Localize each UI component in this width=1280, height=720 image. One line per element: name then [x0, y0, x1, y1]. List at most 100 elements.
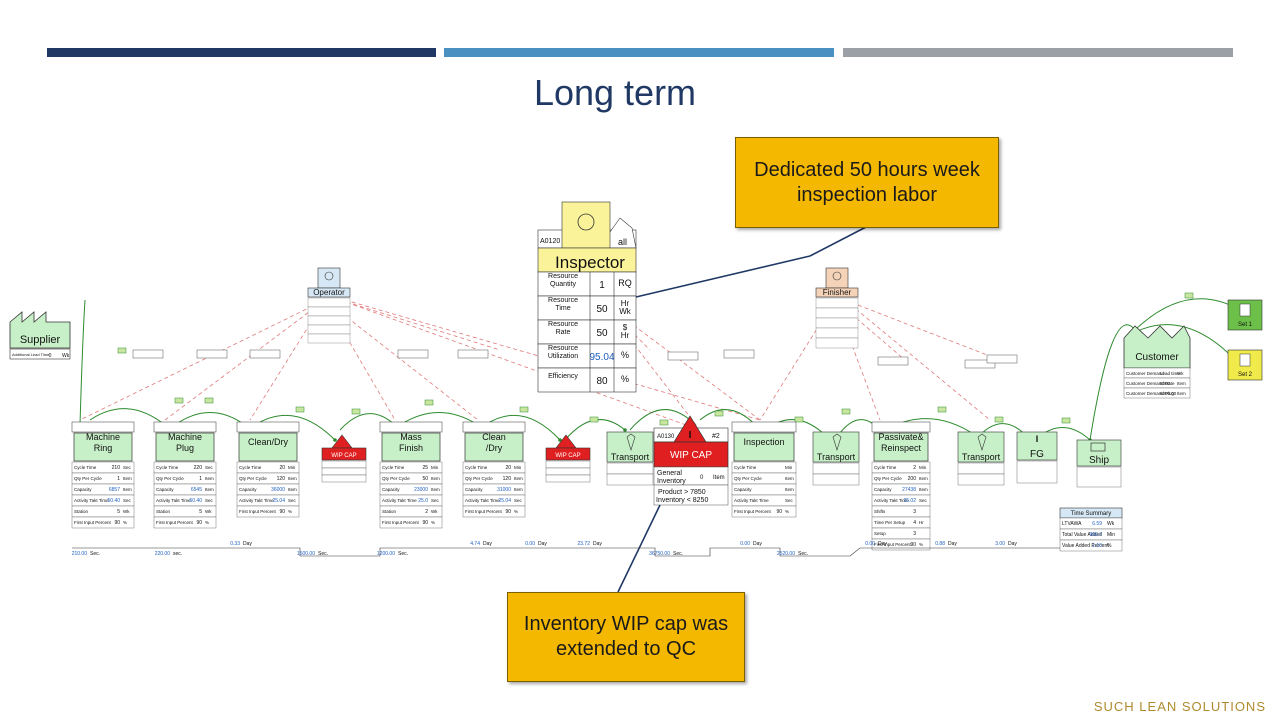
step-tag: [204, 397, 214, 404]
process-p7-box: [873, 432, 929, 462]
process-row-label: Qty Per Cycle: [465, 476, 493, 481]
process-header: [871, 421, 931, 433]
ship-rows: [1076, 466, 1122, 488]
process-row-label: Qty Per Cycle: [382, 476, 410, 481]
step-tag: [589, 416, 599, 423]
timeline-value: 0.00: [525, 541, 535, 547]
transport-row: [957, 462, 1005, 475]
customer-row-value: Lead time: [1160, 371, 1180, 376]
process-row-unit: Item: [123, 487, 132, 492]
timeline-unit: Day: [593, 541, 602, 547]
step-tag: [994, 416, 1004, 423]
process-p2-box: [155, 432, 215, 462]
customer-row-label: Customer Demand Plug: [1126, 391, 1175, 396]
time-summary-title: Time Summary: [1071, 511, 1111, 517]
process-row-unit: Sec: [205, 498, 214, 503]
process-row-label: Capacity: [874, 487, 892, 492]
process-p4-name: Finish: [399, 443, 423, 453]
supplier-lead-value: 0: [49, 353, 52, 359]
info-dashed-line: [339, 299, 501, 351]
big-wip-gen-label: Inventory: [657, 478, 686, 485]
operator-count-box: [457, 349, 489, 359]
slide-title: Long term: [533, 72, 697, 113]
finisher-label: Finisher: [823, 288, 852, 297]
process-row-unit: Item: [123, 476, 132, 481]
process-row-label: First Input Percent: [874, 542, 912, 547]
process-p6-name: Inspection: [743, 437, 784, 447]
step-tag: [1184, 292, 1194, 299]
process-row-value: 50.40: [189, 498, 202, 504]
process-row-value: 25: [422, 465, 428, 471]
customer-row-label: Customer Demand Rate: [1126, 381, 1175, 386]
wip-cap-label: WIP CAP: [331, 453, 356, 459]
timeline-unit: Day: [878, 541, 887, 547]
process-p4-box: [381, 432, 441, 462]
process-row-value: 90: [196, 520, 202, 526]
timeline-unit: sec.: [173, 551, 182, 557]
step-tag: [1061, 417, 1071, 424]
process-p3-box: [238, 432, 298, 462]
big-wip-num: #2: [712, 433, 720, 440]
operator-icon: [317, 267, 341, 289]
process-row-value: 90: [114, 520, 120, 526]
transport-row: [606, 462, 654, 475]
process-row-label: Cycle Time: [382, 465, 405, 470]
time-summary-row: [1059, 539, 1123, 552]
truck-icon: [1090, 442, 1106, 452]
inspector-row: [537, 295, 637, 321]
info-dashed-line: [339, 299, 701, 431]
inspector-label: Inspector: [555, 253, 625, 272]
inspector-row-value: 80: [596, 376, 608, 387]
transport-row: [957, 473, 1005, 486]
process-row-label: Capacity: [734, 487, 752, 492]
process-row-value: 2: [913, 465, 916, 471]
inspector-row-value: 50: [596, 328, 608, 339]
process-row-label: Capacity: [239, 487, 257, 492]
process-p3-name: Clean/Dry: [248, 437, 289, 447]
info-dashed-line: [344, 299, 761, 421]
finisher-row: [815, 317, 859, 329]
process-row-label: Cycle Time: [465, 465, 488, 470]
process-row-unit: Item: [785, 476, 794, 481]
process-row-unit: Item: [919, 487, 928, 492]
process-row-label: Shifts: [874, 509, 886, 514]
inspector-row-label: Quantity: [550, 281, 577, 288]
company-logo: SUCH LEAN SOLUTIONS: [1093, 699, 1266, 714]
process-row-value: 3: [913, 531, 916, 537]
inventory-icon: I: [689, 430, 692, 441]
timeline-value: 220.00: [155, 551, 171, 557]
fg-rows: [1016, 460, 1058, 484]
inspector-row: [537, 271, 637, 297]
process-row-unit: Wk: [205, 509, 212, 514]
process-row-unit: Item: [288, 476, 297, 481]
process-row-unit: Sec: [288, 498, 297, 503]
process-header: [236, 421, 300, 433]
inspector-tab-icon: [609, 217, 637, 249]
process-row-unit: Item: [288, 487, 297, 492]
process-p1-name: Machine: [86, 432, 120, 442]
big-wip-rule-2: Inventory < 8250: [656, 497, 708, 504]
wip-row: [321, 460, 367, 469]
process-row-unit: Sec: [123, 465, 132, 470]
ship-label: Ship: [1089, 455, 1109, 466]
process-row-label: Activity Takt Time: [156, 498, 191, 503]
signal-label: Set 2: [1238, 372, 1253, 378]
wip-row: [545, 467, 591, 476]
big-wip-gen-unit: Item: [713, 475, 725, 481]
process-row-value: 6545: [191, 487, 202, 493]
operator-count-box: [132, 349, 164, 359]
operator-row: [307, 333, 351, 344]
info-dashed-line: [599, 299, 701, 431]
signal-label: Set 1: [1238, 322, 1253, 328]
step-tag: [174, 397, 184, 404]
timeline-value: 0.00: [740, 541, 750, 547]
transport-row: [812, 462, 860, 475]
timeline-unit: Day: [243, 541, 252, 547]
process-row-label: Station: [156, 509, 171, 514]
process-row-value: 50.40: [107, 498, 120, 504]
process-row-value: 90: [279, 509, 285, 515]
process-header: [462, 421, 526, 433]
push-arrow-head: [623, 428, 627, 432]
process-row: [71, 516, 135, 529]
process-row-label: Capacity: [382, 487, 400, 492]
